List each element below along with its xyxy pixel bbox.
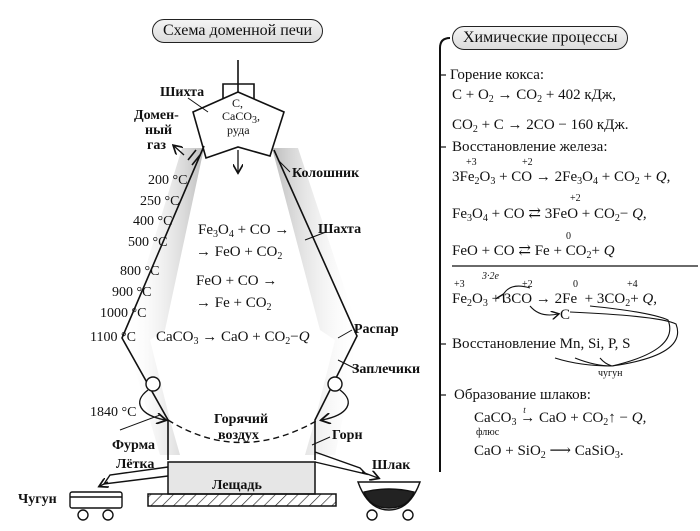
label-blast-gas-1: Домен- [134,108,179,123]
ox-fe-2: 0 [573,279,578,290]
ox-fe-1: 0 [566,231,571,242]
bracket-ticks [440,74,446,396]
eq-coke-1: C + O2 → CO2 + 402 кДж, [452,87,616,105]
temp-1100: 1100 °C [90,330,136,345]
section-coke-combustion: Горение кокса: [450,67,545,83]
hearth-bottom [167,461,316,495]
label-taphole: Лётка [116,457,155,472]
gas-arrow [174,146,185,156]
electron-transfer: 3·2e [482,271,499,282]
carbon-product: C [560,307,571,323]
eq-coke-2: CO2 + C → 2CO − 160 кДж. [452,117,629,135]
eq-iron-3: FeO + CO ⇄ Fe + CO2+ Q [452,243,615,261]
reduction-arrows [503,285,679,367]
label-hot-air-2: воздух [218,428,259,443]
temp-250: 250 °C [140,194,180,209]
label-bosh-top: Распар [354,322,399,337]
charge-contents-c: C, [232,96,244,110]
temp-500: 500 °C [128,235,168,250]
slag-cart [357,481,421,521]
eq-slag-1: CaCO3 →t CaO + CO2↑ − Q, [474,405,647,428]
furnace-reaction-3: CaCO3 → CaO + CO2−Q [156,329,310,347]
temp-900: 900 °C [112,285,152,300]
furnace-reaction-2b: → Fe + CO2 [196,295,272,313]
label-shaft: Шахта [318,222,362,237]
temp-1000: 1000 °C [100,306,147,321]
diagram-title: Схема доменной печи [152,19,324,43]
furnace-reaction-2a: FeO + CO → [196,273,278,289]
ox-feo: +2 [570,193,581,204]
label-bosh: Заплечики [352,362,421,377]
charge-contents-ore: руда [227,123,250,137]
temp-400: 400 °C [133,214,173,229]
ox-co-b: +2 [522,279,533,290]
leader-lines [119,97,359,446]
label-hot-air-1: Горячий [214,412,269,427]
processes-title: Химические процессы [452,26,629,50]
section-iron-reduction: Восстановление железа: [452,139,608,155]
ox-fe2o3-b: +3 [454,279,465,290]
eq-iron-4: Fe2O3 + 3CO → 2Fe + 3CO2+ Q, [452,291,657,309]
label-tuyere: Фурма [112,438,156,453]
temp-1840: 1840 °C [90,405,137,420]
section-slag-formation: Образование шлаков: [454,387,591,403]
label-hearth: Горн [332,428,363,443]
flux-label: флюс [476,427,500,438]
ox-co: +2 [522,157,533,168]
right-wall-shading [272,148,360,455]
eq-slag-2: CaO + SiO2 ⟶ CaSiO3. [474,443,624,461]
pig-iron-note: чугун [598,368,623,379]
label-pig-iron: Чугун [18,492,57,507]
foundation [147,493,337,507]
temp-200: 200 °C [148,173,188,188]
process-bracket [439,37,451,472]
label-blast-gas-2: ный [145,123,173,138]
pig-iron-cart [69,491,123,521]
furnace-reaction-1b: → FeO + CO2 [196,244,283,262]
temp-800: 800 °C [120,264,160,279]
label-throat: Колошник [292,166,360,181]
section-mn-si-p-s: Восстановление Mn, Si, P, S [452,336,631,352]
eq-iron-2: Fe3O4 + CO ⇄ 3FeO + CO2− Q, [452,206,647,224]
label-hearth-bottom: Лещадь [212,478,262,493]
label-charge: Шихта [160,85,205,100]
charge-contents-caco3: CaCO3, [222,109,260,126]
eq-iron-1: 3Fe2O3 + CO → 2Fe3O4 + CO2 + Q, [452,169,671,187]
ox-co2: +4 [627,279,638,290]
ox-fe2o3: +3 [466,157,477,168]
label-blast-gas-3: газ [147,138,166,153]
tuyeres [139,376,349,420]
furnace-reaction-1a: Fe3O4 + CO → [198,222,290,240]
label-slag: Шлак [372,458,411,473]
